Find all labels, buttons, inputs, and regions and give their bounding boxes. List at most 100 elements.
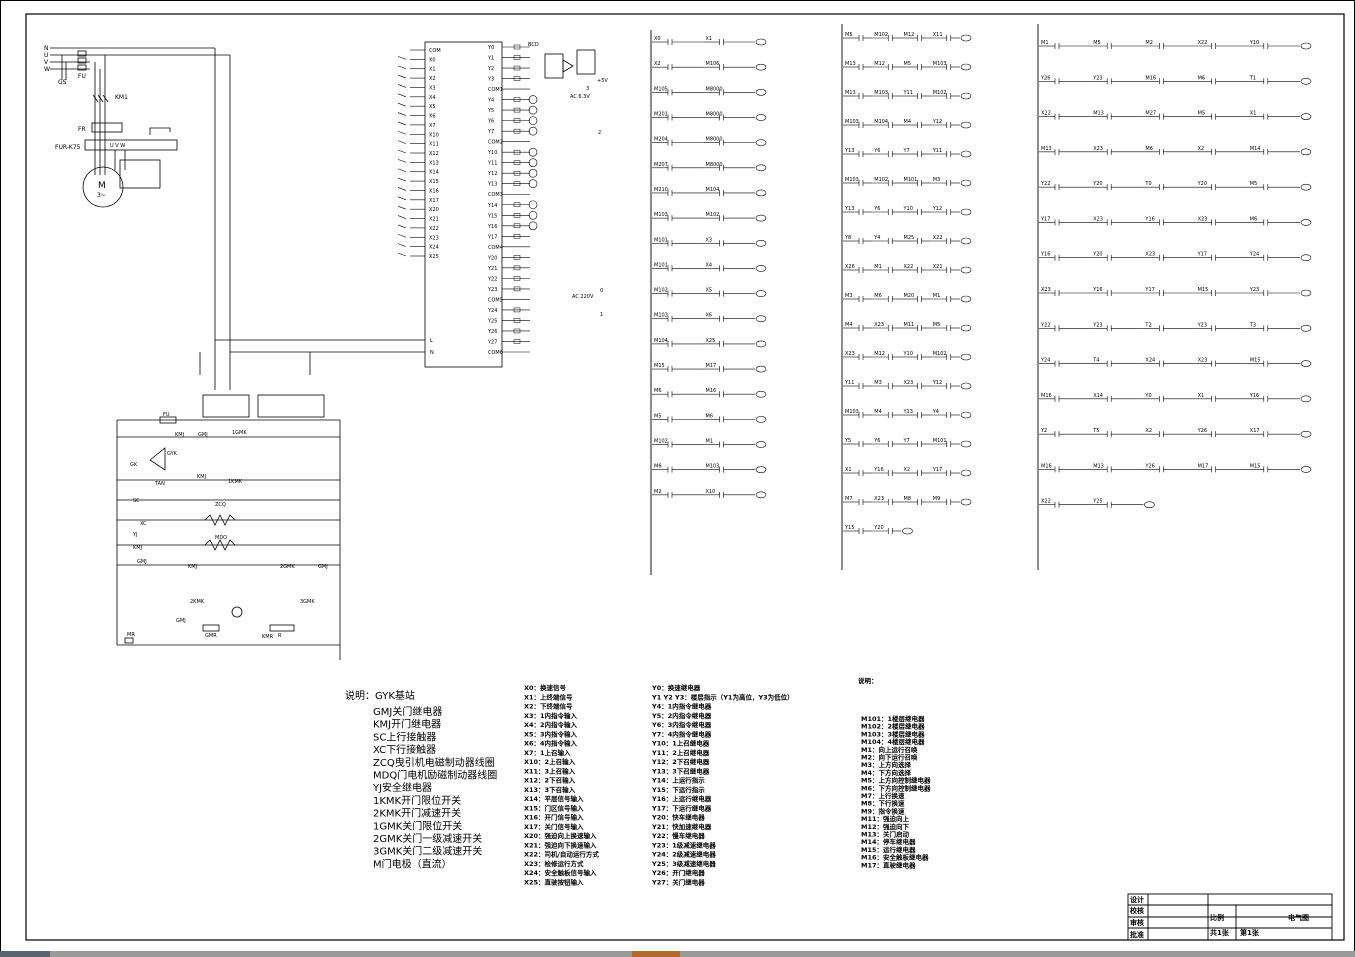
ladder-contact-label: X4 <box>706 262 713 268</box>
ladder-contact-label: Y13 <box>903 409 913 415</box>
svg-text:校核: 校核 <box>1130 906 1144 915</box>
ladder-contact-label: Y20 <box>1092 181 1102 187</box>
ladder-contact-label: M5 <box>1250 181 1258 187</box>
ladder-contact-label: X23 <box>1198 358 1208 364</box>
legend-item: M门电极（直流） <box>373 857 452 870</box>
ladder-contact-label: M6 <box>1250 216 1258 222</box>
coil-icon <box>960 382 972 390</box>
plc-output-y1: Y1 <box>487 56 494 62</box>
plc-input-x10: X10 <box>429 132 439 138</box>
plc-output-y20: Y20 <box>487 255 497 261</box>
plc-block <box>215 41 596 368</box>
coil-icon <box>755 441 767 448</box>
plc-output-y25: Y25 <box>487 318 497 324</box>
coil-icon <box>755 139 767 146</box>
motor-labels: N U V W GS FU KM1 FR FUR-K75 U V W M 3~ <box>44 45 128 199</box>
legend-input-item: X16：开门信号输入 <box>524 813 584 822</box>
door-label: GMJ <box>318 564 328 570</box>
coil-icon <box>1144 501 1155 509</box>
coil-icon <box>1300 77 1312 85</box>
svg-text:0: 0 <box>600 288 603 294</box>
ladder-contact-label: Y13 <box>844 148 854 154</box>
ladder-contact-label: Y24 <box>1249 252 1259 258</box>
coil-icon <box>755 491 767 499</box>
legend-input-item: X7：1上召输入 <box>524 748 571 757</box>
ladder-contact-label: Y2 <box>1040 428 1047 434</box>
input-contact <box>397 205 407 210</box>
ladder-contact-label: X0 <box>654 36 661 42</box>
svg-text:W: W <box>44 66 50 73</box>
ladder-contact-label: Y16 <box>1040 252 1050 258</box>
coil-icon <box>960 469 972 477</box>
input-contact <box>397 102 407 107</box>
ladder-contact-label: X23 <box>1041 287 1051 293</box>
legend-input-item: X22：司机/自动运行方式 <box>524 850 599 859</box>
ladder-contact-label: X14 <box>1093 393 1103 399</box>
indicator-lamp-icon <box>528 158 538 167</box>
ladder-contact-label: M102 <box>654 439 668 445</box>
coil-icon <box>960 63 972 71</box>
ladder-contact-label: Y17 <box>1144 287 1154 293</box>
coil-icon <box>1300 430 1312 438</box>
input-contact <box>397 84 407 88</box>
ladder-contact-label: M104 <box>706 187 720 193</box>
ladder-contact-label: M1 <box>1041 40 1049 46</box>
door-label: GMJ <box>176 618 186 624</box>
legend-relay-item: M15：运行继电器 <box>861 845 916 854</box>
door-label: MR <box>127 632 135 638</box>
ladder-contact-label: M4 <box>904 119 912 125</box>
ladder-contact-label: M3 <box>933 177 941 183</box>
bottom-strip <box>0 951 1355 957</box>
input-contact <box>397 196 407 201</box>
legend-input-item: X21：强迫向下换速输入 <box>524 840 597 849</box>
svg-text:2: 2 <box>598 130 601 136</box>
ladder-contact-label: X23 <box>1093 146 1103 152</box>
ladder-contact-label: Y17 <box>1040 216 1050 222</box>
legend-item: 2GMK关门一级减速开关 <box>373 832 482 845</box>
ladder-contact-label: M6 <box>706 413 714 419</box>
svg-text:M: M <box>98 181 106 191</box>
legend-item: XC下行接触器 <box>373 743 436 756</box>
plc-output-y2: Y2 <box>487 66 494 72</box>
plc-input-x13: X13 <box>429 160 439 166</box>
ladder-contact-label: Y6 <box>873 148 880 154</box>
ladder-contact-label: M14 <box>1250 146 1261 152</box>
output-terminal <box>513 181 521 186</box>
output-terminal <box>513 65 521 71</box>
legend-output-item: Y16：上运行继电器 <box>651 794 712 803</box>
door-label: YJ <box>132 532 138 538</box>
coil-icon <box>755 265 767 272</box>
plc-output-com3: COM3 <box>488 192 503 198</box>
ladder-contact-label: M101 <box>933 438 947 444</box>
legend-relay-item: M4：下方向选择 <box>861 768 911 777</box>
svg-text:设计: 设计 <box>1130 895 1144 904</box>
drawing-frame <box>25 13 1345 941</box>
legend-relay-item: M8：下行换速 <box>861 799 905 808</box>
legend-relay-item: M5：上方向控制继电器 <box>861 776 931 785</box>
coil-icon <box>960 498 972 506</box>
legend-relay-item: M102：2楼层继电器 <box>861 722 925 731</box>
indicator-lamp-icon <box>528 210 538 220</box>
plc-output-y13: Y13 <box>487 182 497 188</box>
ladder-contact-label: Y20 <box>1197 181 1207 187</box>
ladder-contact-label: Y7 <box>903 148 910 154</box>
ladder-contact-label: M102 <box>933 351 947 357</box>
ladder-contact-label: M6 <box>654 464 662 470</box>
ladder-contact-label: Y16 <box>1092 287 1102 293</box>
ladder-contact-label: X23 <box>874 322 884 328</box>
coil-icon <box>1300 360 1312 367</box>
ladder-contact-label: M101 <box>654 237 668 243</box>
svg-text:V: V <box>44 59 49 66</box>
legend-output-item: Y0：换速继电器 <box>651 683 701 692</box>
legend-relay-item: M1：向上运行召唤 <box>861 745 918 754</box>
svg-text:KM1: KM1 <box>115 94 128 101</box>
plc-output-y17: Y17 <box>487 234 497 240</box>
ladder-contact-label: M5 <box>933 322 941 328</box>
ladder-contact-label: M4 <box>845 322 853 328</box>
ladder-contact-label: Y12 <box>932 206 942 212</box>
input-contact <box>397 243 407 247</box>
ladder-contact-label: M104 <box>654 338 668 344</box>
legend-item: ZCQ曳引机电磁制动器线圈 <box>373 756 495 769</box>
ladder-contact-label: M17 <box>706 363 717 369</box>
ladder-contact-label: Y6 <box>873 438 880 444</box>
